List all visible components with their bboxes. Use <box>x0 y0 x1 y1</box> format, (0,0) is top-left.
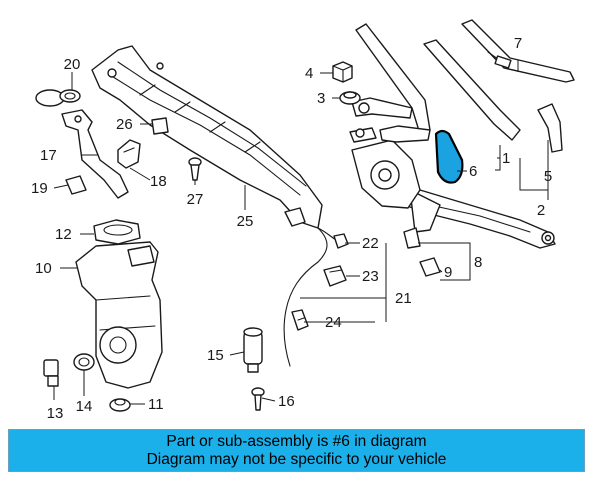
callout-5: 5 <box>544 168 552 185</box>
callout-10: 10 <box>35 260 52 277</box>
callout-24: 24 <box>325 314 342 331</box>
mount-part-18 <box>117 139 141 169</box>
push-pin-part-27 <box>188 157 202 181</box>
callout-14: 14 <box>76 398 93 415</box>
grommet-part-20 <box>35 89 81 107</box>
bracket-part-9 <box>419 257 441 277</box>
callout-8: 8 <box>474 254 482 271</box>
callout-16: 16 <box>278 393 295 410</box>
wiper-motor <box>349 127 421 209</box>
wiper-blade <box>461 19 575 83</box>
banner-line-2: Diagram may not be specific to your vehi… <box>146 451 447 468</box>
callout-6: 6 <box>469 163 477 180</box>
callout-12: 12 <box>55 226 72 243</box>
callout-27: 27 <box>187 191 204 208</box>
cap-part-3 <box>339 91 361 105</box>
washer-pump-part-15 <box>243 327 263 373</box>
washer-hose <box>283 227 328 367</box>
washer-reservoir <box>75 241 163 389</box>
callout-22: 22 <box>362 235 379 252</box>
parts-diagram: 20 17 19 18 26 27 25 12 10 13 14 11 15 1… <box>31 19 575 420</box>
info-banner: Part or sub-assembly is #6 in diagram Di… <box>8 429 585 472</box>
connector-part-22 <box>333 233 349 249</box>
callout-13: 13 <box>47 405 64 420</box>
filler-neck-part-12 <box>93 219 141 245</box>
nozzle-part-23 <box>323 265 347 287</box>
callout-21: 21 <box>395 290 412 307</box>
callout-20: 20 <box>64 56 81 73</box>
callout-17: 17 <box>40 147 57 164</box>
plug-part-11 <box>109 398 131 412</box>
clip-part-26 <box>151 117 169 135</box>
connector-part-24 <box>291 309 309 331</box>
callout-4: 4 <box>305 65 313 82</box>
bracket-part-17 <box>61 109 129 199</box>
callout-26: 26 <box>116 116 133 133</box>
callout-11: 11 <box>148 396 164 413</box>
bracket-part-8 <box>403 227 421 249</box>
clip-part-19 <box>65 175 87 195</box>
callout-15: 15 <box>207 347 224 364</box>
highlighted-part-6 <box>434 129 464 184</box>
banner-line-1: Part or sub-assembly is #6 in diagram <box>166 433 427 450</box>
nut-part-4 <box>332 61 353 83</box>
leader-lines <box>53 60 549 405</box>
callout-3: 3 <box>317 90 325 107</box>
callout-7: 7 <box>514 35 522 52</box>
screw-part-16 <box>251 387 265 411</box>
callout-labels: 20 17 19 18 26 27 25 12 10 13 14 11 15 1… <box>31 35 552 420</box>
callout-9: 9 <box>444 264 452 281</box>
arm-cover <box>537 103 563 153</box>
grommet-part-14 <box>73 353 95 371</box>
callout-18: 18 <box>150 173 167 190</box>
sensor-part-13 <box>43 359 59 387</box>
cowl-panel <box>91 45 323 229</box>
callout-2: 2 <box>537 202 545 219</box>
wiper-arms <box>351 23 521 143</box>
callout-19: 19 <box>31 180 48 197</box>
callout-23: 23 <box>362 268 379 285</box>
callout-25: 25 <box>237 213 254 230</box>
callout-1: 1 <box>502 150 510 167</box>
